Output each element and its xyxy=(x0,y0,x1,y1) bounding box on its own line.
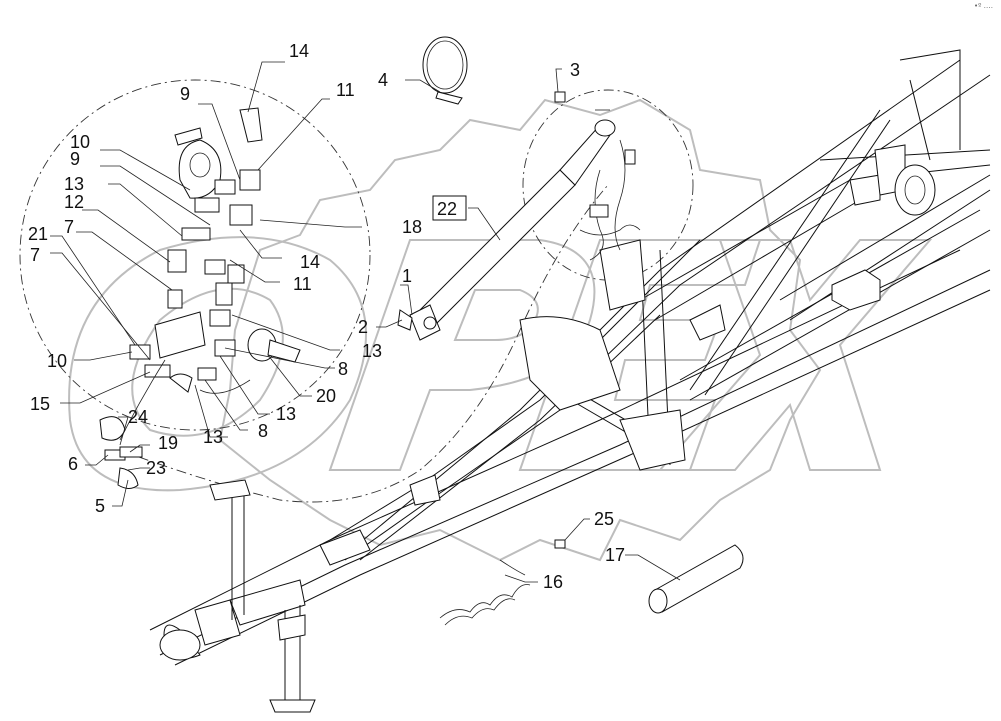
callout-3: 3 xyxy=(570,60,580,80)
callout-22: 22 xyxy=(437,199,457,219)
standalone-parts xyxy=(99,36,744,626)
callout-4: 4 xyxy=(378,70,388,90)
callout-box-22 xyxy=(432,195,467,221)
callout-8: 8 xyxy=(338,359,348,379)
callout-7: 7 xyxy=(30,245,40,265)
right-detail-parts xyxy=(554,91,641,261)
hydraulic-ram xyxy=(409,119,616,341)
callout-10: 10 xyxy=(47,351,67,371)
callout-14: 14 xyxy=(289,41,309,61)
left-detail-parts xyxy=(119,107,301,441)
callout-13: 13 xyxy=(64,174,84,194)
callout-7: 7 xyxy=(64,217,74,237)
callout-14: 14 xyxy=(300,252,320,272)
callout-12: 12 xyxy=(64,192,84,212)
callout-6: 6 xyxy=(68,454,78,474)
leader-lines xyxy=(50,61,681,583)
callout-2: 2 xyxy=(358,317,368,337)
callout-1: 1 xyxy=(402,266,412,286)
corner-mark: •º ‥‥ xyxy=(974,2,993,10)
callout-13: 13 xyxy=(362,341,382,361)
callout-5: 5 xyxy=(95,496,105,516)
callout-11: 11 xyxy=(336,80,355,100)
callout-18: 18 xyxy=(402,217,422,237)
callout-20: 20 xyxy=(316,386,336,406)
detail-circle-left xyxy=(19,79,371,431)
callout-23: 23 xyxy=(146,458,166,478)
callout-19: 19 xyxy=(158,433,178,453)
callout-9: 9 xyxy=(70,149,80,169)
callout-17: 17 xyxy=(605,545,625,565)
callout-24: 24 xyxy=(128,407,148,427)
callout-9: 9 xyxy=(180,84,190,104)
callout-25: 25 xyxy=(594,509,614,529)
callout-11: 11 xyxy=(293,274,312,294)
callout-21: 21 xyxy=(28,224,48,244)
callout-13: 13 xyxy=(203,427,223,447)
callout-16: 16 xyxy=(543,572,563,592)
drawbar-frame xyxy=(149,49,991,713)
callout-13: 13 xyxy=(276,404,296,424)
callout-15: 15 xyxy=(30,394,50,414)
callout-10: 10 xyxy=(70,132,90,152)
callout-labels: 14 9 11 10 9 13 12 21 7 7 18 14 11 4 3 2… xyxy=(28,41,625,592)
callout-8: 8 xyxy=(258,421,268,441)
